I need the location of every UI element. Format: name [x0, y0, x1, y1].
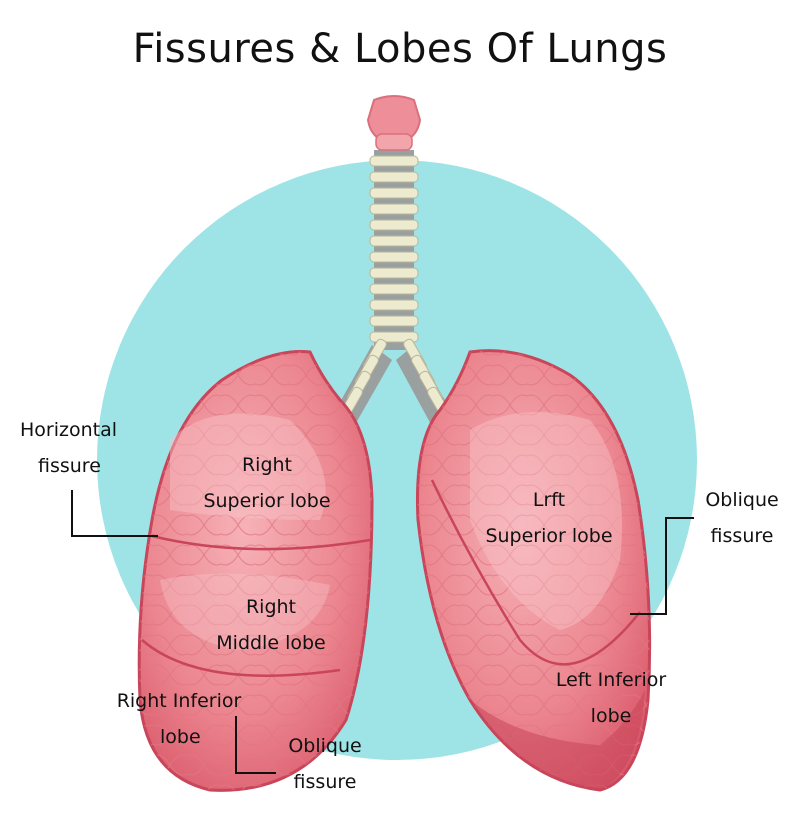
right-inferior-lobe-label: Right Inferior lobe	[116, 690, 242, 748]
left-superior-lobe-label: Lrft Superior lobe	[485, 489, 613, 547]
left-inferior-lobe-label: Left Inferior lobe	[555, 669, 667, 727]
trachea	[330, 150, 456, 430]
left-lung	[416, 349, 652, 792]
oblique-fissure-right-label: Oblique fissure	[288, 735, 362, 793]
horizontal-fissure-leader	[71, 490, 158, 537]
diagram-title: Fissures & Lobes Of Lungs	[132, 26, 668, 72]
oblique-fissure-right-leader	[235, 716, 276, 774]
right-superior-lobe-label: Right Superior lobe	[203, 454, 331, 512]
right-middle-lobe-label: Right Middle lobe	[216, 596, 326, 654]
larynx	[366, 95, 422, 143]
horizontal-fissure-label: Horizontal fissure	[20, 419, 118, 477]
oblique-fissure-left-label: Oblique fissure	[705, 489, 779, 547]
right-lung	[137, 350, 374, 792]
oblique-fissure-left-leader	[630, 517, 694, 615]
